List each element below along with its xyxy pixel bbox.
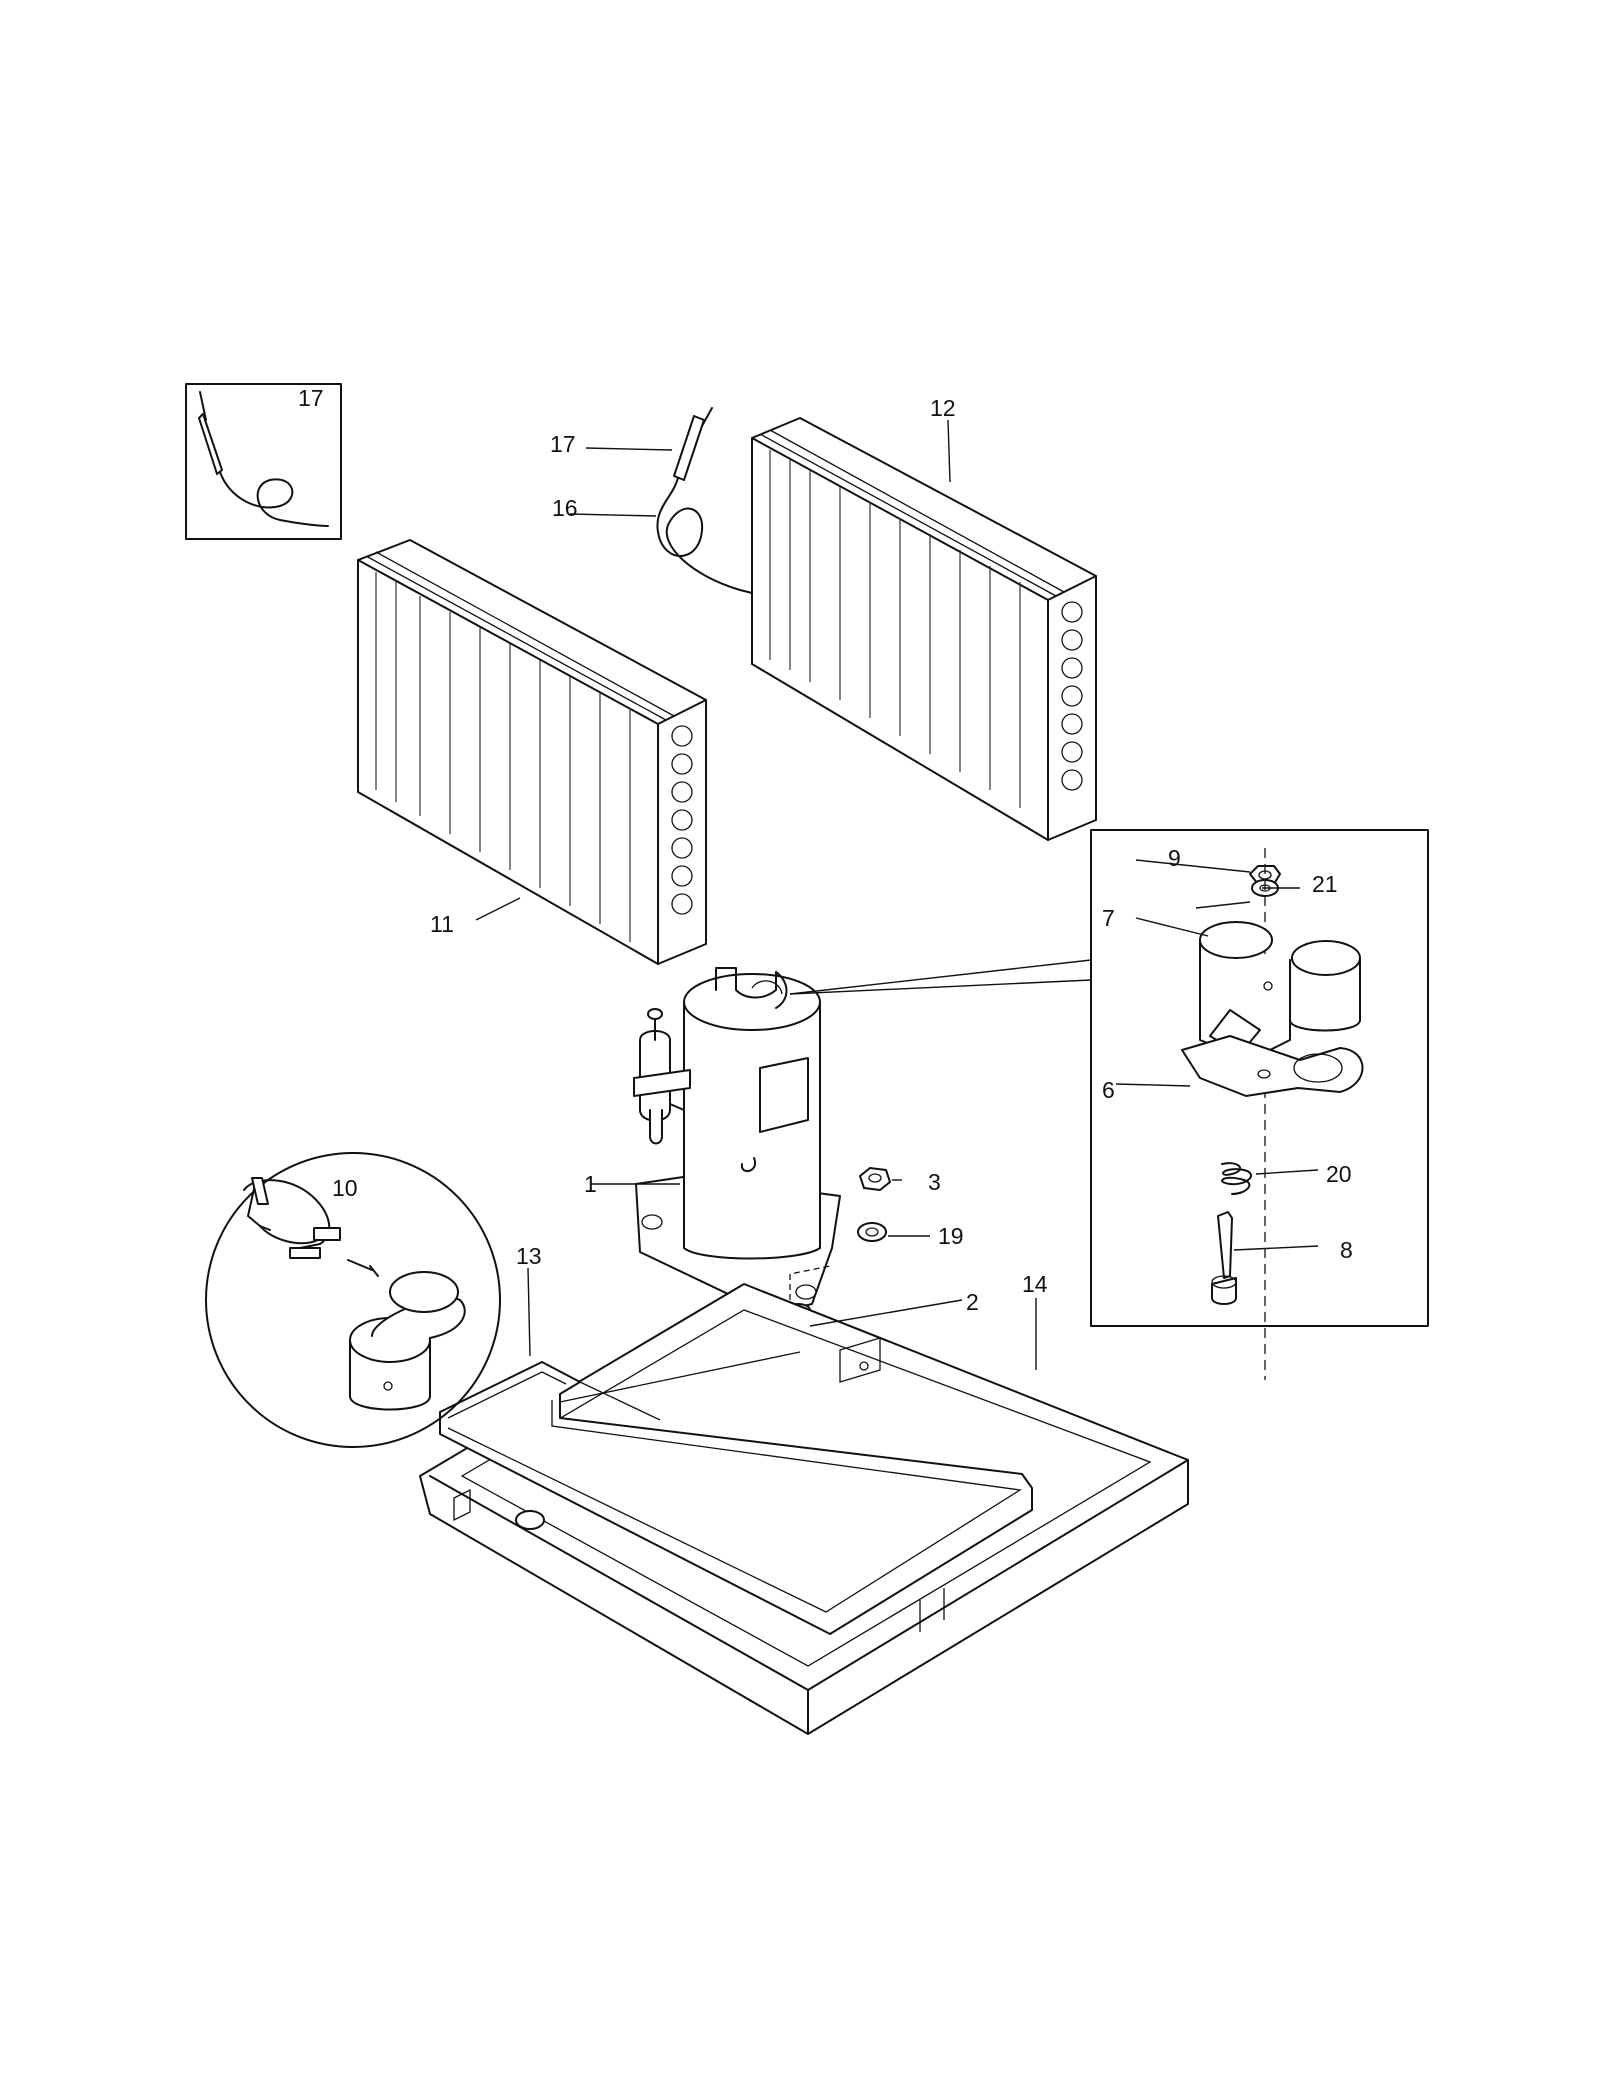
leader-lines: [475, 419, 1319, 1370]
seal-13: [439, 1361, 1033, 1635]
callout-21: 21: [1312, 871, 1338, 897]
callout-20: 20: [1326, 1161, 1352, 1187]
compressor: [633, 967, 841, 1315]
callout-19: 19: [938, 1223, 964, 1249]
callout-9: 9: [1168, 845, 1181, 871]
callout-12: 12: [930, 395, 956, 421]
detail-circle-10: [205, 1152, 501, 1448]
callout-7: 7: [1102, 905, 1115, 931]
callout-labels: 17 17 16 12 11 9 21 7 6 20 8 1 3 19 10 1…: [298, 385, 1353, 1315]
part-17-16-filter: [656, 407, 757, 595]
callout-11: 11: [430, 911, 454, 937]
callout-8: 8: [1340, 1237, 1353, 1263]
callout-13: 13: [516, 1243, 542, 1269]
callout-17: 17: [550, 431, 576, 457]
coil-11: [357, 539, 707, 965]
callout-1: 1: [584, 1171, 597, 1197]
nut-3: [859, 1167, 891, 1191]
inset-17-box: [185, 383, 342, 540]
callout-3: 3: [928, 1169, 941, 1195]
callout-6: 6: [1102, 1077, 1115, 1103]
callout-10: 10: [332, 1175, 358, 1201]
callout-16: 16: [552, 495, 578, 521]
detail-box: [789, 829, 1429, 1380]
callout-17-inset: 17: [298, 385, 324, 411]
washer-19: [857, 1222, 887, 1242]
callout-2: 2: [966, 1289, 979, 1315]
coil-12: [751, 417, 1097, 841]
callout-14: 14: [1022, 1271, 1048, 1297]
